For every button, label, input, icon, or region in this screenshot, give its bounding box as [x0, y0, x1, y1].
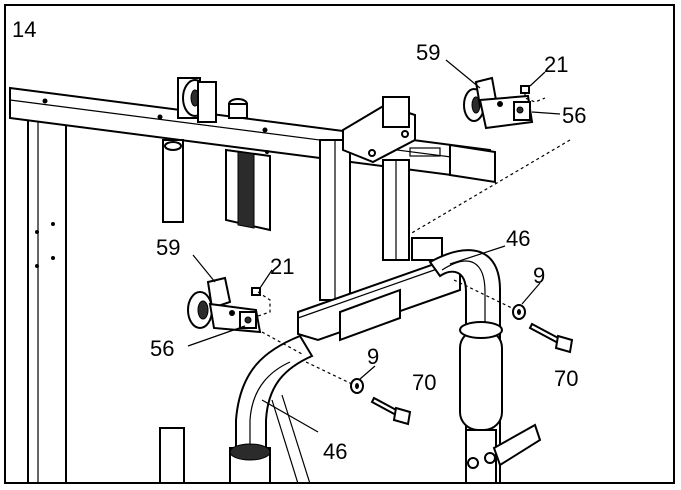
left-upright	[27, 119, 67, 482]
callout-70-mid: 70	[412, 370, 436, 395]
bolt-mid	[370, 396, 412, 426]
callout-59-top: 59	[416, 40, 440, 65]
callout-21-top: 21	[544, 52, 568, 77]
callout-56-top: 56	[562, 103, 586, 128]
left-arm-tube	[159, 334, 314, 482]
hanging-plate	[162, 139, 271, 232]
leader-lines	[187, 59, 561, 433]
washer-mid	[350, 378, 364, 394]
step-number: 14	[12, 17, 36, 42]
right-arm-tube	[428, 249, 542, 482]
callout-9-right: 9	[533, 263, 545, 288]
pulley-assembly-left	[187, 276, 271, 334]
callout-56-left: 56	[150, 336, 174, 361]
callout-9-mid: 9	[367, 344, 379, 369]
callout-46-bottom: 46	[323, 439, 347, 464]
callout-46-top: 46	[506, 226, 530, 251]
callout-59-left: 59	[156, 235, 180, 260]
callout-21-left: 21	[270, 254, 294, 279]
alignment-lines	[261, 139, 571, 385]
callout-70-right: 70	[554, 366, 578, 391]
top-pulley-bracket	[177, 77, 248, 123]
washer-right	[512, 304, 526, 320]
pulley-assembly-top	[463, 76, 546, 130]
upper-mount-bracket	[342, 96, 416, 164]
bolt-right	[528, 322, 574, 354]
